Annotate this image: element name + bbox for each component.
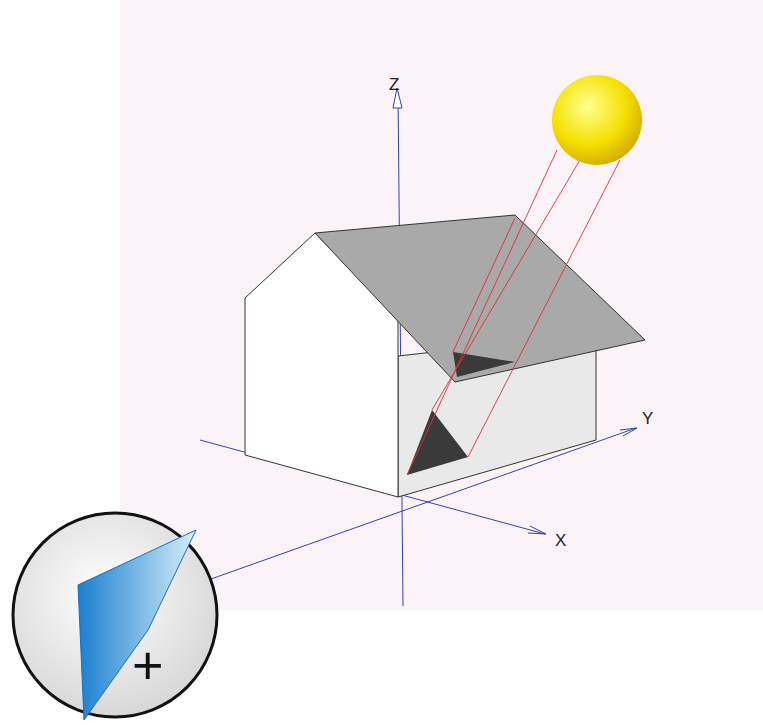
sun-rays [407, 150, 620, 475]
house [245, 215, 645, 497]
shading-icon: + [8, 510, 223, 722]
icon-graphic [8, 510, 223, 722]
wall-shadow [407, 410, 468, 475]
axis-label: Z [389, 76, 399, 93]
plus-symbol: + [132, 638, 164, 692]
background-panel [120, 0, 763, 610]
sun [552, 75, 642, 165]
axis-label: Y [642, 410, 653, 427]
axis-label: X [555, 532, 566, 549]
